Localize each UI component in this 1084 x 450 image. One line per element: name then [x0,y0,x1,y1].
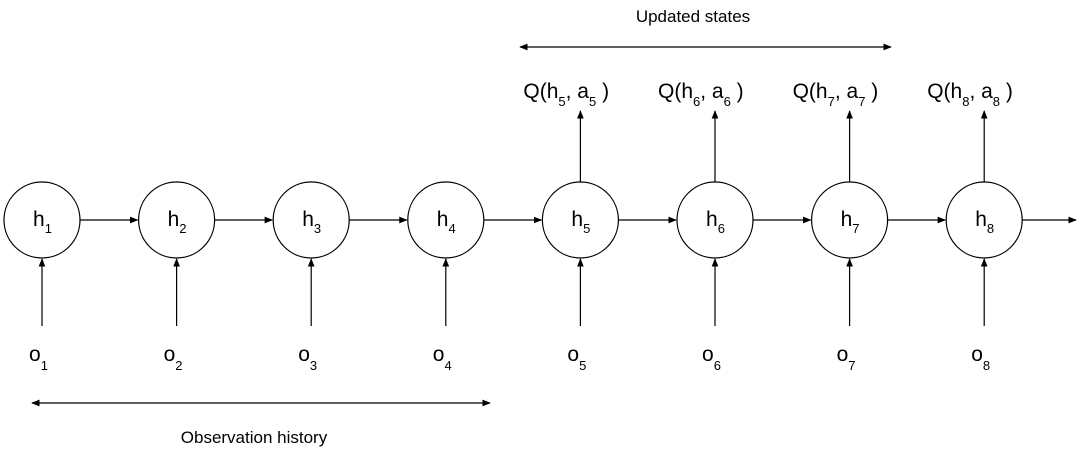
q-value-label-6: Q(h6, a6 ) [658,80,744,109]
observation-label-1: o1 [29,343,48,373]
nodes-layer: h1 o1 h2 o2 h3 o3 h4 o4 h5 o5 Q(h5, a5 ) h6 o6 Q(h6, … [3,80,1077,373]
observation-label-4: o4 [433,343,452,373]
observation-label-7: o7 [837,343,856,373]
hidden-state-label-7: h7 [841,208,860,236]
q-value-label-8: Q(h8, a8 ) [927,80,1013,109]
hidden-state-label-5: h5 [571,208,590,236]
updated-states-caption: Updated states [636,7,750,26]
observation-history-caption: Observation history [181,428,328,447]
observation-label-6: o6 [702,343,721,373]
observation-label-5: o5 [567,343,586,373]
hidden-state-label-3: h3 [302,208,321,236]
hidden-state-label-6: h6 [706,208,725,236]
hidden-state-label-8: h8 [975,208,994,236]
q-value-label-7: Q(h7, a7 ) [793,80,879,109]
hidden-state-label-4: h4 [437,208,456,236]
hidden-state-label-1: h1 [33,208,52,236]
q-value-label-5: Q(h5, a5 ) [523,80,609,109]
observation-label-8: o8 [971,343,990,373]
observation-label-2: o2 [164,343,183,373]
observation-label-3: o3 [298,343,317,373]
hidden-state-label-2: h2 [168,208,187,236]
